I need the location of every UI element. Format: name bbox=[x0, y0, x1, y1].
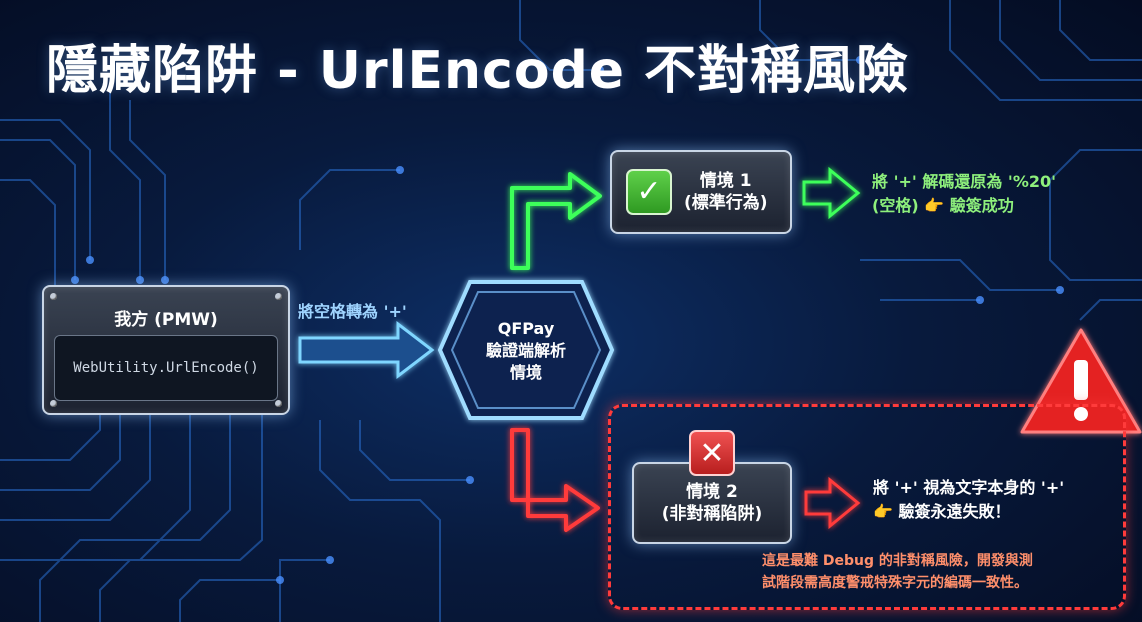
scenario-2-label: 情境 2 (非對稱陷阱) bbox=[662, 481, 763, 525]
scenario-2-result-line1: 將 '+' 視為文字本身的 '+' bbox=[873, 478, 1065, 497]
encode-arrow bbox=[298, 320, 435, 380]
risk-zone-frame bbox=[608, 404, 1126, 610]
risk-warning-note: 這是最難 Debug 的非對稱風險，開發與測 試階段需高度警戒特殊字元的編碼一致… bbox=[762, 550, 1033, 594]
source-box-title: 我方 (PMW) bbox=[114, 310, 218, 330]
parser-node-line2: 驗證端解析 bbox=[485, 341, 566, 360]
parser-node-line3: 情境 bbox=[509, 363, 542, 382]
scenario-2-result: 將 '+' 視為文字本身的 '+' 👉 驗簽永遠失敗！ bbox=[873, 476, 1064, 524]
failure-result-arrow bbox=[804, 476, 861, 530]
scenario-1-result-line2: (空格) 👉 驗簽成功 bbox=[872, 196, 1014, 215]
scenario-1-line2: (標準行為) bbox=[684, 193, 768, 213]
check-icon: ✓ bbox=[626, 169, 672, 215]
page-title: 隱藏陷阱 - UrlEncode 不對稱風險 bbox=[46, 41, 910, 101]
source-box: 我方 (PMW) WebUtility.UrlEncode() bbox=[42, 285, 290, 415]
code-snippet: WebUtility.UrlEncode() bbox=[54, 335, 278, 401]
scenario-2-line1: 情境 2 bbox=[686, 482, 738, 502]
scenario-1-result-line1: 將 '+' 解碼還原為 '%20' bbox=[872, 172, 1057, 191]
scenario-1-label: 情境 1 (標準行為) bbox=[684, 170, 768, 214]
success-result-arrow bbox=[802, 166, 861, 220]
failure-route-arrow bbox=[510, 428, 600, 532]
success-route-arrow bbox=[510, 172, 602, 270]
parser-node-line1: QFPay bbox=[497, 319, 555, 338]
cross-icon: ✕ bbox=[689, 430, 735, 476]
parser-node-label: QFPay 驗證端解析 情境 bbox=[452, 318, 600, 384]
bolt-icon bbox=[50, 400, 57, 407]
bolt-icon bbox=[275, 400, 282, 407]
risk-warning-line1: 這是最難 Debug 的非對稱風險，開發與測 bbox=[762, 553, 1033, 569]
parser-hexagon bbox=[437, 280, 615, 420]
encode-label: 將空格轉為 '+' bbox=[298, 302, 407, 321]
risk-warning-line2: 試階段需高度警戒特殊字元的編碼一致性。 bbox=[762, 575, 1028, 591]
scenario-1-box: ✓ 情境 1 (標準行為) bbox=[610, 150, 792, 234]
scenario-2-line2: (非對稱陷阱) bbox=[661, 504, 763, 524]
bolt-icon bbox=[275, 293, 282, 300]
scenario-1-line1: 情境 1 bbox=[699, 171, 752, 191]
scenario-1-result: 將 '+' 解碼還原為 '%20' (空格) 👉 驗簽成功 bbox=[872, 170, 1056, 218]
bolt-icon bbox=[50, 293, 57, 300]
scenario-2-result-line2: 👉 驗簽永遠失敗！ bbox=[873, 502, 1011, 521]
